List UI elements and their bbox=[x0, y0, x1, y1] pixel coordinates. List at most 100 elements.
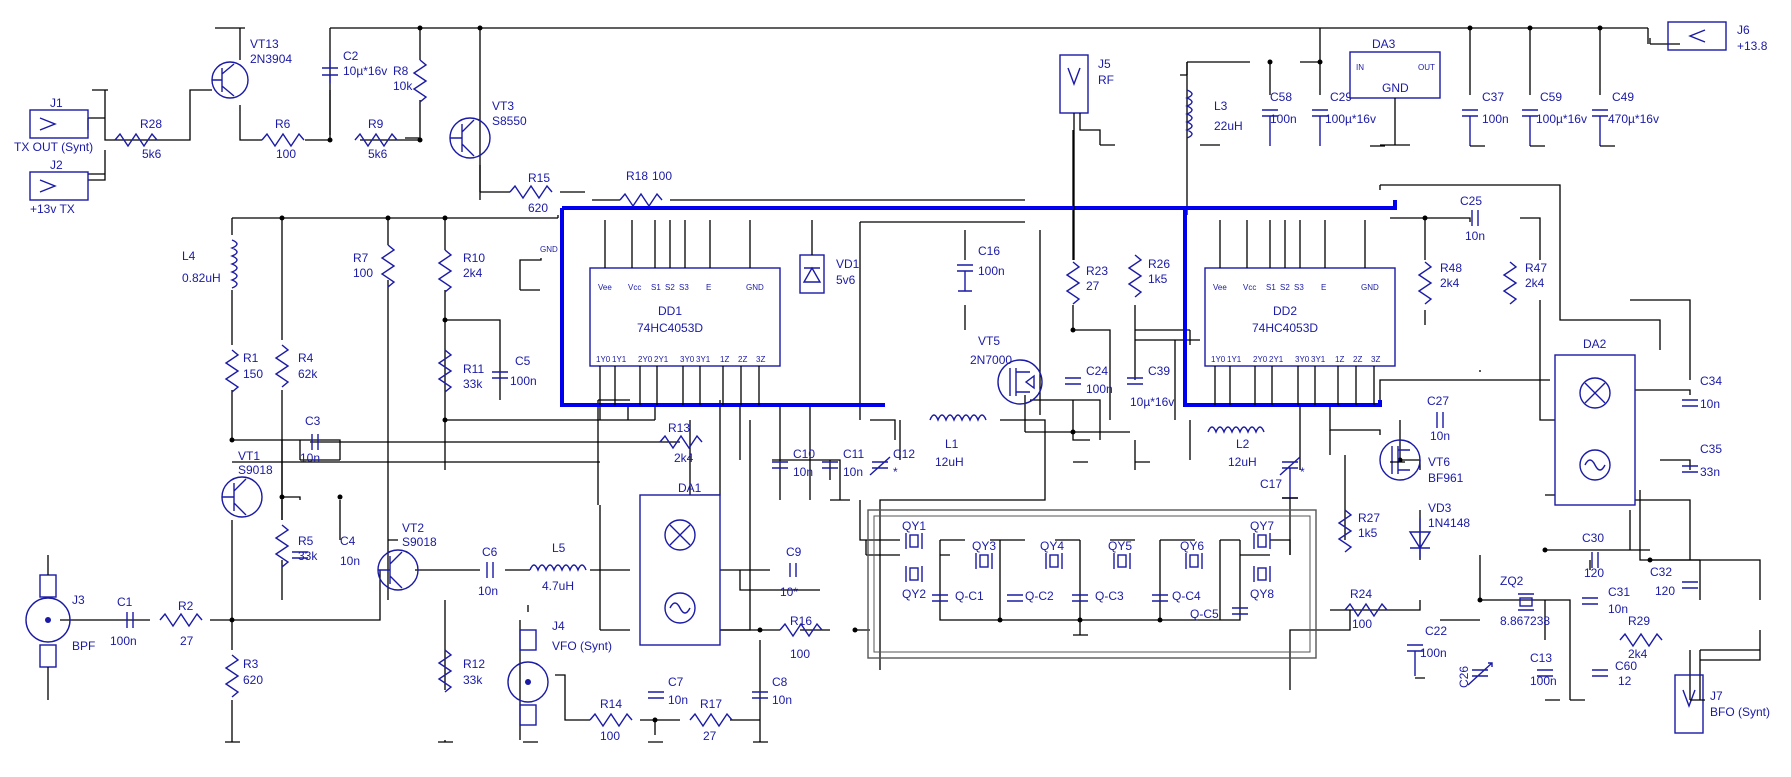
resistor-r26[interactable]: R26 1k5 bbox=[1127, 254, 1170, 298]
capacitor-c12[interactable]: C12 * bbox=[869, 447, 915, 479]
transistor-vt5[interactable]: VT5 2N7000 bbox=[970, 334, 1043, 405]
resistor-r15[interactable]: R15 620 bbox=[509, 171, 553, 215]
crystal-qy8[interactable]: QY8 bbox=[1250, 566, 1274, 601]
connector-j5[interactable]: J5 RF bbox=[1059, 54, 1114, 260]
capacitor-c3[interactable]: C3 10n bbox=[300, 414, 321, 465]
capacitor-q-c2[interactable]: Q-C2 bbox=[1007, 589, 1054, 603]
ic-dd1[interactable]: Vee Vcc S1 S2 S3 E GND DD1 74HC4053D 1Y0… bbox=[589, 220, 813, 405]
capacitor-c31[interactable]: C31 10n bbox=[1582, 585, 1630, 616]
capacitor-c39[interactable]: C39 10µ*16v bbox=[1127, 364, 1174, 409]
resistor-r48[interactable]: R48 2k4 bbox=[1417, 261, 1462, 305]
crystal-qy5[interactable]: QY5 bbox=[1108, 539, 1132, 569]
capacitor-c2[interactable]: C2 10µ*16v bbox=[322, 49, 387, 83]
capacitor-c11[interactable]: C11 10n bbox=[822, 447, 864, 479]
capacitor-c8[interactable]: C8 10n bbox=[752, 675, 792, 707]
inductor-l3[interactable]: L3 22uH bbox=[1185, 89, 1243, 139]
ic-dd2[interactable]: Vee Vcc S1 S2 S3 E GND DD2 74HC4053D 1Y0… bbox=[1204, 220, 1396, 405]
resistor-r28[interactable]: R28 5k6 bbox=[114, 117, 162, 161]
dd1-pin-3y1: 3Y1 bbox=[696, 355, 711, 364]
ic-da2-mixer[interactable]: DA2 bbox=[1554, 337, 1636, 506]
resistor-r4[interactable]: R4 62k bbox=[274, 344, 318, 388]
connector-j4[interactable]: J4 VFO (Synt) bbox=[507, 619, 612, 726]
resistor-r23[interactable]: R23 27 bbox=[1065, 261, 1108, 305]
resistor-r12[interactable]: R12 33k bbox=[437, 649, 485, 693]
resistor-r6[interactable]: R6 100 bbox=[261, 117, 305, 161]
capacitor-c30[interactable]: C30 120 bbox=[1582, 531, 1604, 580]
inductor-l5[interactable]: L5 4.7uH bbox=[529, 541, 587, 593]
resistor-r1[interactable]: R1 150 bbox=[224, 349, 263, 393]
capacitor-q-c5[interactable]: Q-C5 bbox=[1190, 607, 1248, 621]
capacitor-c25[interactable]: C25 10n bbox=[1460, 194, 1485, 243]
inductor-l4[interactable]: L4 0.82uH bbox=[182, 239, 238, 289]
resistor-r8[interactable]: R8 10k bbox=[393, 59, 428, 103]
resistor-r9[interactable]: R9 5k6 bbox=[354, 117, 398, 161]
transistor-vt6[interactable]: VT6 BF961 bbox=[1379, 439, 1464, 485]
capacitor-c59[interactable]: C59 100µ*16v bbox=[1522, 90, 1587, 146]
crystal-qy7[interactable]: QY7 bbox=[1250, 519, 1274, 549]
capacitor-c49[interactable]: C49 470µ*16v bbox=[1592, 90, 1659, 146]
resistor-r17[interactable]: R17 27 bbox=[689, 697, 733, 743]
connector-j7[interactable]: J7 BFO (Synt) bbox=[1674, 674, 1770, 734]
transistor-vt3[interactable]: VT3 S8550 bbox=[449, 99, 527, 159]
capacitor-c29[interactable]: C29 100µ*16v bbox=[1312, 90, 1376, 146]
crystal-qy1[interactable]: QY1 bbox=[902, 519, 926, 549]
capacitor-c58[interactable]: C58 100n bbox=[1262, 90, 1297, 146]
transistor-vt1[interactable]: VT1 S9018 bbox=[221, 449, 273, 518]
resistor-r3[interactable]: R3 620 bbox=[224, 654, 263, 698]
capacitor-c60[interactable]: C60 12 bbox=[1592, 659, 1637, 688]
capacitor-c16[interactable]: C16 100n bbox=[957, 244, 1005, 292]
capacitor-c7[interactable]: C7 10n bbox=[648, 675, 688, 707]
capacitor-q-c1[interactable]: Q-C1 bbox=[932, 589, 984, 603]
capacitor-q-c4[interactable]: Q-C4 bbox=[1152, 589, 1201, 603]
crystal-qy6[interactable]: QY6 bbox=[1180, 539, 1204, 569]
capacitor-c24[interactable]: C24 100n bbox=[1065, 364, 1113, 396]
resistor-r27[interactable]: R27 1k5 bbox=[1337, 509, 1380, 553]
connector-j1[interactable]: J1 TX OUT (Synt) bbox=[14, 96, 93, 154]
resistor-r14[interactable]: R14 100 bbox=[589, 697, 633, 743]
capacitor-c1[interactable]: C1 100n bbox=[110, 595, 137, 648]
resistor-r2[interactable]: R2 27 bbox=[159, 599, 203, 648]
capacitor-c10[interactable]: C10 10n bbox=[772, 447, 815, 479]
capacitor-c5[interactable]: C5 100n bbox=[492, 354, 537, 388]
resistor-r24[interactable]: R24 100 bbox=[1344, 587, 1388, 631]
capacitor-q-c3[interactable]: Q-C3 bbox=[1072, 589, 1124, 603]
capacitor-c6[interactable]: C6 10n bbox=[478, 545, 498, 598]
connector-j6[interactable]: J6 +13.8 bbox=[1667, 21, 1768, 53]
capacitor-c37[interactable]: C37 100n bbox=[1462, 90, 1509, 146]
capacitor-c9[interactable]: C9 10* bbox=[780, 545, 802, 599]
resistor-r29[interactable]: R29 2k4 bbox=[1619, 614, 1663, 661]
inductor-l2[interactable]: L2 12uH bbox=[1207, 426, 1265, 469]
capacitor-c27[interactable]: C27 10n bbox=[1427, 394, 1450, 443]
resistors: R28 5k6 R6 100 R9 5k6 R15 620 R18 100 R2… bbox=[114, 59, 1663, 743]
crystal-qy4[interactable]: QY4 bbox=[1040, 539, 1064, 569]
resistor-r13[interactable]: R13 2k4 bbox=[659, 421, 703, 465]
connector-j2[interactable]: J2 +13v TX bbox=[29, 158, 89, 216]
qy3-ref: QY3 bbox=[972, 539, 996, 553]
transistor-vt2[interactable]: VT2 S9018 bbox=[377, 521, 437, 591]
diode-vd3[interactable]: VD3 1N4148 bbox=[1408, 501, 1470, 558]
crystal-filter[interactable]: QY1 QY2 QY3 QY4 QY5 QY6 QY7 QY8 Q-C1 Q-C… bbox=[867, 509, 1317, 659]
resistor-r18[interactable]: R18 100 bbox=[619, 169, 672, 208]
crystal-qy3[interactable]: QY3 bbox=[972, 539, 996, 569]
capacitor-c22[interactable]: C22 100n bbox=[1407, 624, 1447, 676]
transistor-vt13[interactable]: VT13 2N3904 bbox=[211, 37, 292, 99]
capacitor-c34[interactable]: C34 10n bbox=[1682, 374, 1722, 411]
inductor-l1[interactable]: L1 12uH bbox=[929, 414, 987, 469]
capacitor-c13[interactable]: C13 100n bbox=[1530, 651, 1557, 688]
capacitor-c35[interactable]: C35 33n bbox=[1682, 442, 1722, 479]
crystal-zq2[interactable]: ZQ2 8.867238 bbox=[1500, 574, 1550, 628]
resistor-r10[interactable]: R10 2k4 bbox=[437, 249, 485, 293]
resistor-r11[interactable]: R11 33k bbox=[437, 349, 484, 393]
diode-vd1[interactable]: VD1 5v6 bbox=[799, 254, 860, 294]
resistor-r16[interactable]: R16 100 bbox=[779, 614, 823, 661]
capacitor-c17[interactable]: C17 * bbox=[1260, 456, 1305, 499]
capacitor-c26[interactable]: C26 bbox=[1457, 662, 1493, 688]
connector-j3[interactable]: J3 BPF bbox=[25, 555, 95, 700]
ic-da3-regulator[interactable]: DA3 IN OUT GND bbox=[1349, 37, 1441, 146]
ic-da1-mixer[interactable]: DA1 bbox=[639, 481, 721, 646]
resistor-r47[interactable]: R47 2k4 bbox=[1502, 261, 1547, 305]
capacitor-c4[interactable]: C4 10n bbox=[292, 534, 360, 568]
resistor-r7[interactable]: R7 100 bbox=[353, 244, 396, 288]
capacitor-c32[interactable]: C32 120 bbox=[1650, 565, 1698, 598]
crystal-qy2[interactable]: QY2 bbox=[902, 566, 926, 601]
